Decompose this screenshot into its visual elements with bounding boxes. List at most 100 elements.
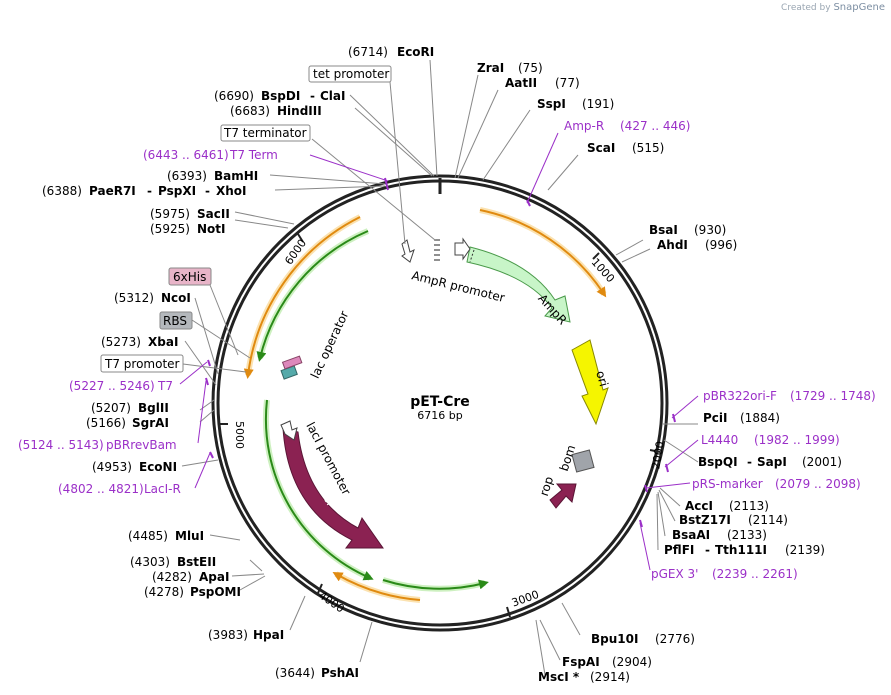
enzyme-bsai[interactable]: BsaI (930): [649, 223, 726, 237]
enzyme-sspi[interactable]: SspI (191): [537, 97, 614, 111]
enzyme-xbai[interactable]: (5273) XbaI: [101, 335, 178, 349]
primer-amp-r[interactable]: Amp-R (427 .. 446): [564, 119, 690, 133]
enzyme-msci[interactable]: MscI * (2914): [538, 670, 630, 684]
primer-t7-term[interactable]: (6443 .. 6461) T7 Term: [143, 148, 278, 162]
backbone-outer-ring: [211, 174, 669, 632]
box-tet-promoter[interactable]: tet promoter: [308, 65, 392, 83]
primer-pbr322ori-f[interactable]: pBR322ori-F (1729 .. 1748): [703, 389, 876, 403]
enzyme-ncoi[interactable]: (5312) NcoI: [114, 291, 191, 305]
enzyme-hpai[interactable]: (3983) HpaI: [208, 628, 284, 642]
primer-laci-r[interactable]: (4802 .. 4821) LacI-R: [58, 482, 181, 496]
primer-leaders: [179, 132, 699, 571]
primer-pbrrevbam[interactable]: (5124 .. 5143) pBRrevBam: [18, 438, 177, 452]
svg-text:XbaI: XbaI: [148, 335, 178, 349]
enzyme-labels: (6714) EcoRI ZraI (75) AatII (77) SspI (…: [42, 45, 842, 684]
enzyme-fspai[interactable]: FspAI (2904): [562, 655, 652, 669]
svg-text:Bpu10I: Bpu10I: [591, 632, 638, 646]
enzyme-pcii[interactable]: PciI (1884): [703, 411, 780, 425]
enzyme-bspqi-sapi[interactable]: BspQI - SapI (2001): [698, 455, 842, 469]
credit-brand: SnapGene: [833, 2, 885, 13]
svg-text:(1729 .. 1748): (1729 .. 1748): [790, 389, 876, 403]
svg-text:(3644): (3644): [275, 666, 315, 680]
svg-text:NotI: NotI: [197, 222, 226, 236]
svg-text:(2133): (2133): [727, 528, 767, 542]
svg-text:BsaAI: BsaAI: [672, 528, 710, 542]
svg-text:SgrAI: SgrAI: [132, 416, 169, 430]
credit-prefix: Created by: [781, 3, 831, 13]
enzyme-bglii[interactable]: (5207) BglII: [91, 401, 169, 415]
primer-prs-marker[interactable]: pRS-marker (2079 .. 2098): [692, 477, 861, 491]
svg-text:FspAI: FspAI: [562, 655, 600, 669]
svg-text:(191): (191): [582, 97, 614, 111]
box-rbs-label: RBS: [163, 314, 187, 328]
enzyme-pshai[interactable]: (3644) PshAI: [275, 666, 359, 680]
svg-text:(2114): (2114): [748, 513, 788, 527]
enzyme-pspomi[interactable]: (4278) PspOMI: [144, 585, 241, 599]
svg-text:(2904): (2904): [612, 655, 652, 669]
svg-text:(6443 .. 6461): (6443 .. 6461): [143, 148, 229, 162]
svg-text:(427 .. 446): (427 .. 446): [620, 119, 690, 133]
enzyme-econi[interactable]: (4953) EcoNI: [92, 460, 177, 474]
svg-text:AccI: AccI: [685, 499, 713, 513]
enzyme-sgrai[interactable]: (5166) SgrAI: [86, 416, 169, 430]
plasmid-name: pET-Cre: [410, 394, 470, 410]
svg-text:(4802 .. 4821): (4802 .. 4821): [58, 482, 144, 496]
ampr-promoter-label: AmpR promoter: [410, 268, 506, 305]
ori-label: ori: [593, 369, 611, 388]
t7-terminator-mark: [434, 239, 440, 261]
laci-promoter-arrow: [280, 420, 298, 441]
enzyme-bspdi-clai[interactable]: (6690) BspDI - ClaI: [214, 89, 345, 103]
svg-text:BamHI: BamHI: [214, 169, 258, 183]
enzyme-pflfi-tth111i[interactable]: PflFI - Tth111I (2139): [664, 543, 825, 557]
enzyme-bsteii[interactable]: (4303) BstEII: [130, 555, 216, 569]
enzyme-noti[interactable]: (5925) NotI: [150, 222, 226, 236]
box-6xhis[interactable]: 6xHis: [168, 267, 212, 286]
box-rbs[interactable]: RBS: [159, 311, 193, 330]
enzyme-ecori[interactable]: (6714) EcoRI: [348, 45, 434, 59]
enzyme-zrai[interactable]: ZraI (75): [477, 61, 543, 75]
laci-gene[interactable]: [282, 427, 384, 549]
svg-text:-: -: [705, 543, 710, 557]
box-t7-promoter[interactable]: T7 promoter: [100, 354, 184, 373]
ori-feature[interactable]: [571, 339, 609, 426]
enzyme-ahdi[interactable]: AhdI (996): [657, 238, 737, 252]
enzyme-acci[interactable]: AccI (2113): [685, 499, 769, 513]
svg-text:SacII: SacII: [197, 207, 230, 221]
box-t7-terminator[interactable]: T7 terminator: [220, 124, 311, 142]
svg-text:(2001): (2001): [802, 455, 842, 469]
primer-l4440[interactable]: L4440 (1982 .. 1999): [701, 433, 840, 447]
svg-text:(4282): (4282): [152, 570, 192, 584]
svg-text:-: -: [205, 184, 210, 198]
svg-text:SspI: SspI: [537, 97, 566, 111]
svg-text:-: -: [147, 184, 152, 198]
ampr-promoter-arrow: [454, 237, 471, 261]
svg-text:(5975): (5975): [150, 207, 190, 221]
primer-t7[interactable]: (5227 .. 5246) T7: [69, 379, 173, 393]
enzyme-sacii[interactable]: (5975) SacII: [150, 207, 230, 221]
enzyme-bsaai[interactable]: BsaAI (2133): [672, 528, 767, 542]
enzyme-bstz17i[interactable]: BstZ17I (2114): [679, 513, 788, 527]
svg-text:PshAI: PshAI: [321, 666, 359, 680]
primer-pgex-3[interactable]: pGEX 3' (2239 .. 2261): [651, 567, 798, 581]
boxed-leaders: [182, 81, 436, 373]
enzyme-aatii[interactable]: AatII (77): [505, 76, 580, 90]
box-t7-promoter-label: T7 promoter: [104, 357, 180, 371]
enzyme-bamhi[interactable]: (6393) BamHI: [167, 169, 258, 183]
rop-feature[interactable]: [549, 483, 577, 509]
enzyme-paer7i-pspxi-xhoi[interactable]: (6388) PaeR7I - PspXI - XhoI: [42, 184, 247, 198]
tick-4000: 4000: [316, 589, 346, 616]
ampr-gene[interactable]: [466, 246, 571, 323]
svg-text:EcoNI: EcoNI: [139, 460, 177, 474]
enzyme-scai[interactable]: ScaI (515): [587, 141, 664, 155]
enzyme-mlui[interactable]: (4485) MluI: [128, 529, 204, 543]
svg-text:T7 Term: T7 Term: [229, 148, 278, 162]
bom-feature[interactable]: [571, 449, 595, 473]
enzyme-bpu10i[interactable]: Bpu10I (2776): [591, 632, 695, 646]
enzyme-hindiii[interactable]: (6683) HindIII: [230, 104, 322, 118]
svg-text:HindIII: HindIII: [277, 104, 322, 118]
svg-text:pBRrevBam: pBRrevBam: [106, 438, 177, 452]
svg-text:(4485): (4485): [128, 529, 168, 543]
lac-operator-label: lac operator: [308, 309, 351, 381]
enzyme-apai[interactable]: (4282) ApaI: [152, 570, 229, 584]
